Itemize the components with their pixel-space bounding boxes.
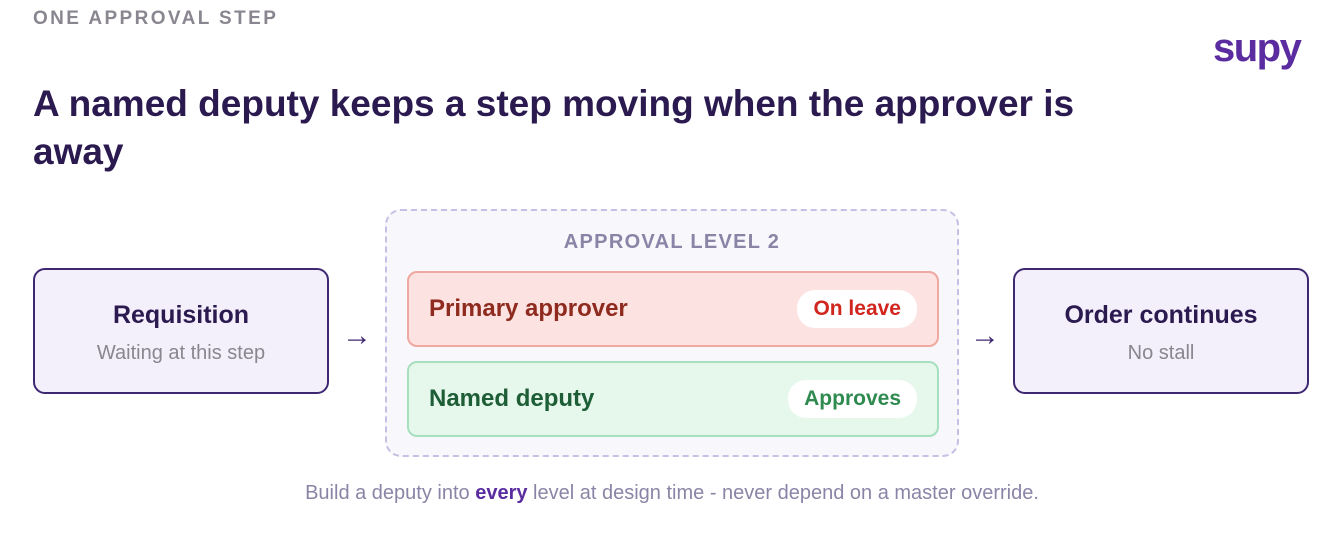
order-continues-node: Order continues No stall: [1013, 268, 1309, 394]
primary-approver-row: Primary approver On leave: [407, 271, 939, 347]
named-deputy-row: Named deputy Approves: [407, 361, 939, 437]
order-continues-subtitle: No stall: [1127, 342, 1195, 364]
approves-badge: Approves: [788, 380, 917, 418]
on-leave-badge: On leave: [797, 290, 917, 328]
requisition-subtitle: Waiting at this step: [96, 342, 266, 364]
footer-text-after: level at design time - never depend on a…: [527, 482, 1039, 504]
page-title: A named deputy keeps a step moving when …: [33, 83, 1075, 172]
order-continues-title: Order continues: [1064, 301, 1258, 329]
footer-text-before: Build a deputy into: [305, 482, 476, 504]
footer-note: Build a deputy into every level at desig…: [0, 482, 1344, 505]
footer-emphasis: every: [475, 482, 528, 504]
approval-level-label: APPROVAL LEVEL 2: [563, 231, 781, 253]
named-deputy-label: Named deputy: [429, 385, 595, 412]
primary-approver-label: Primary approver: [429, 295, 628, 322]
supy-logo: supy: [1213, 26, 1302, 70]
eyebrow-label: ONE APPROVAL STEP: [33, 8, 279, 29]
requisition-title: Requisition: [112, 301, 250, 329]
arrow-right-icon: →: [970, 319, 1000, 352]
arrow-right-icon: →: [342, 319, 372, 352]
approval-level-box: APPROVAL LEVEL 2 Primary approver On lea…: [385, 209, 959, 457]
requisition-node: Requisition Waiting at this step: [33, 268, 329, 394]
